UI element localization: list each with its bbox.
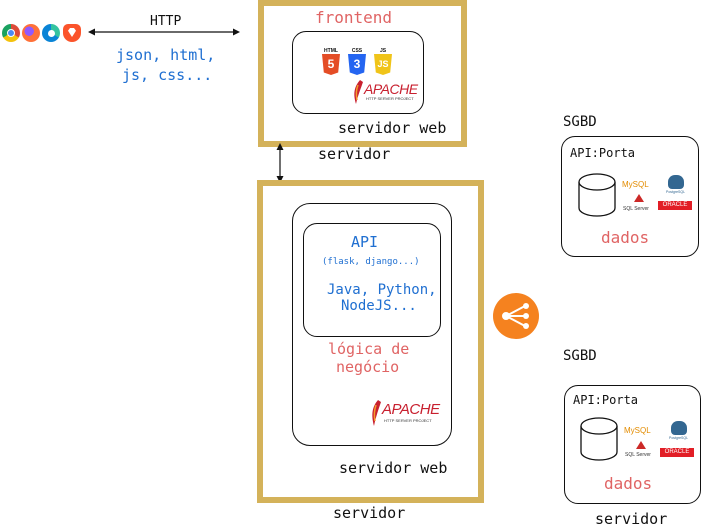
api-box [303, 223, 441, 337]
api-languages-line-1: Java, Python, [327, 282, 437, 298]
html5-icon: HTML 5 [320, 48, 342, 76]
sqlserver-icon [634, 194, 644, 202]
business-logic-line-1: lógica de [328, 340, 410, 358]
apache-logo: APACHE HTTP SERVER PROJECT [370, 400, 442, 428]
browser-icons [2, 24, 82, 44]
chrome-icon [2, 24, 20, 42]
mysql-logo: MySQL [622, 180, 649, 189]
frontend-backend-arrow [276, 143, 284, 183]
data-label-2: dados [604, 474, 653, 493]
sgbd-label-1: SGBD [563, 114, 597, 130]
load-balancer-icon [493, 293, 539, 339]
oracle-logo: ORACLE [658, 201, 692, 210]
api-port-label-2: API:Porta [573, 393, 639, 407]
postgres-logo: PostgreSQL [669, 436, 689, 440]
firefox-icon [22, 24, 40, 42]
oracle-logo: ORACLE [660, 448, 694, 457]
http-arrow [88, 28, 240, 36]
sgbd-label-2: SGBD [563, 348, 597, 364]
edge-icon [42, 24, 60, 42]
frontend-server-label: servidor [318, 145, 391, 163]
sqlserver-icon [636, 441, 646, 449]
css3-icon: CSS 3 [346, 48, 368, 76]
formats-line-2: js, css... [122, 66, 213, 84]
frontend-server-box [258, 0, 467, 147]
database-server-label: servidor [595, 510, 668, 528]
api-port-label-1: API:Porta [570, 146, 636, 160]
formats-line-1: json, html, [116, 46, 216, 64]
database-cylinder-icon [580, 417, 618, 461]
api-languages-line-2: NodeJS... [341, 298, 417, 314]
database-cylinder-icon [578, 173, 616, 217]
frontend-web-server-label: servidor web [338, 119, 447, 137]
api-frameworks: (flask, django...) [322, 257, 420, 267]
backend-web-server-label: servidor web [339, 459, 448, 477]
postgres-icon [668, 175, 684, 189]
api-title: API [351, 233, 379, 251]
sqlserver-logo: SQL Server [623, 206, 649, 212]
http-label: HTTP [150, 14, 182, 29]
js-icon: JS JS [372, 48, 394, 76]
data-label-1: dados [601, 228, 650, 247]
frontend-title: frontend [315, 8, 393, 27]
postgres-logo: PostgreSQL [666, 190, 686, 194]
mysql-logo: MySQL [624, 426, 651, 435]
business-logic-line-2: negócio [336, 358, 400, 376]
apache-logo: APACHE HTTP SERVER PROJECT [352, 80, 424, 106]
backend-server-label: servidor [333, 504, 406, 522]
sqlserver-logo: SQL Server [625, 452, 651, 458]
brave-icon [63, 24, 81, 42]
backend-server-box [257, 180, 484, 503]
postgres-icon [671, 421, 687, 435]
